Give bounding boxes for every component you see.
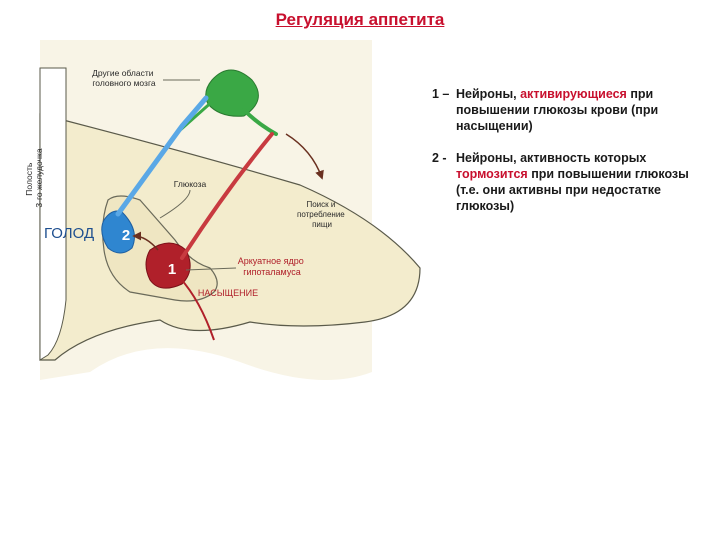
third-ventricle-cavity — [39, 67, 67, 361]
inhibition-arrow — [132, 231, 159, 251]
blue-neuron-2 — [101, 95, 209, 254]
glucose-leader-line — [159, 189, 191, 219]
satiety-label: НАСЫЩЕНИЕ — [198, 288, 258, 298]
legend-item-1-number: 1 – — [432, 87, 450, 101]
hunger-label: ГОЛОД — [44, 225, 94, 242]
ventricle-label: Полость 3-го желудочка — [24, 148, 44, 207]
legend-item-2: 2 - Нейроны, активность которых тормозит… — [432, 150, 714, 214]
page-title: Регуляция аппетита — [275, 10, 445, 29]
food-search-arrow — [285, 133, 324, 180]
other-brain-label: Другие области головного мозга — [92, 68, 156, 88]
legend-item-2-text: Нейроны, активность которых тормозится п… — [456, 151, 689, 213]
hypothalamus-tissue — [39, 113, 421, 361]
legend-item-1-text: Нейроны, активирующиеся при повышении гл… — [456, 87, 659, 133]
arcuate-nucleus-label: Аркуатное ядро гипоталамуса — [238, 256, 307, 277]
legend-item-2-number: 2 - — [432, 151, 447, 165]
neuron-2-number: 2 — [122, 227, 130, 244]
food-search-label: Поиск и потребление пищи — [297, 200, 347, 229]
arcuate-leader-line — [185, 267, 237, 271]
glucose-label: Глюкоза — [174, 179, 207, 189]
neuron-1-number: 1 — [168, 261, 176, 278]
red-neuron-1 — [145, 132, 274, 341]
legend-item-1: 1 – Нейроны, активирующиеся при повышени… — [432, 86, 714, 134]
